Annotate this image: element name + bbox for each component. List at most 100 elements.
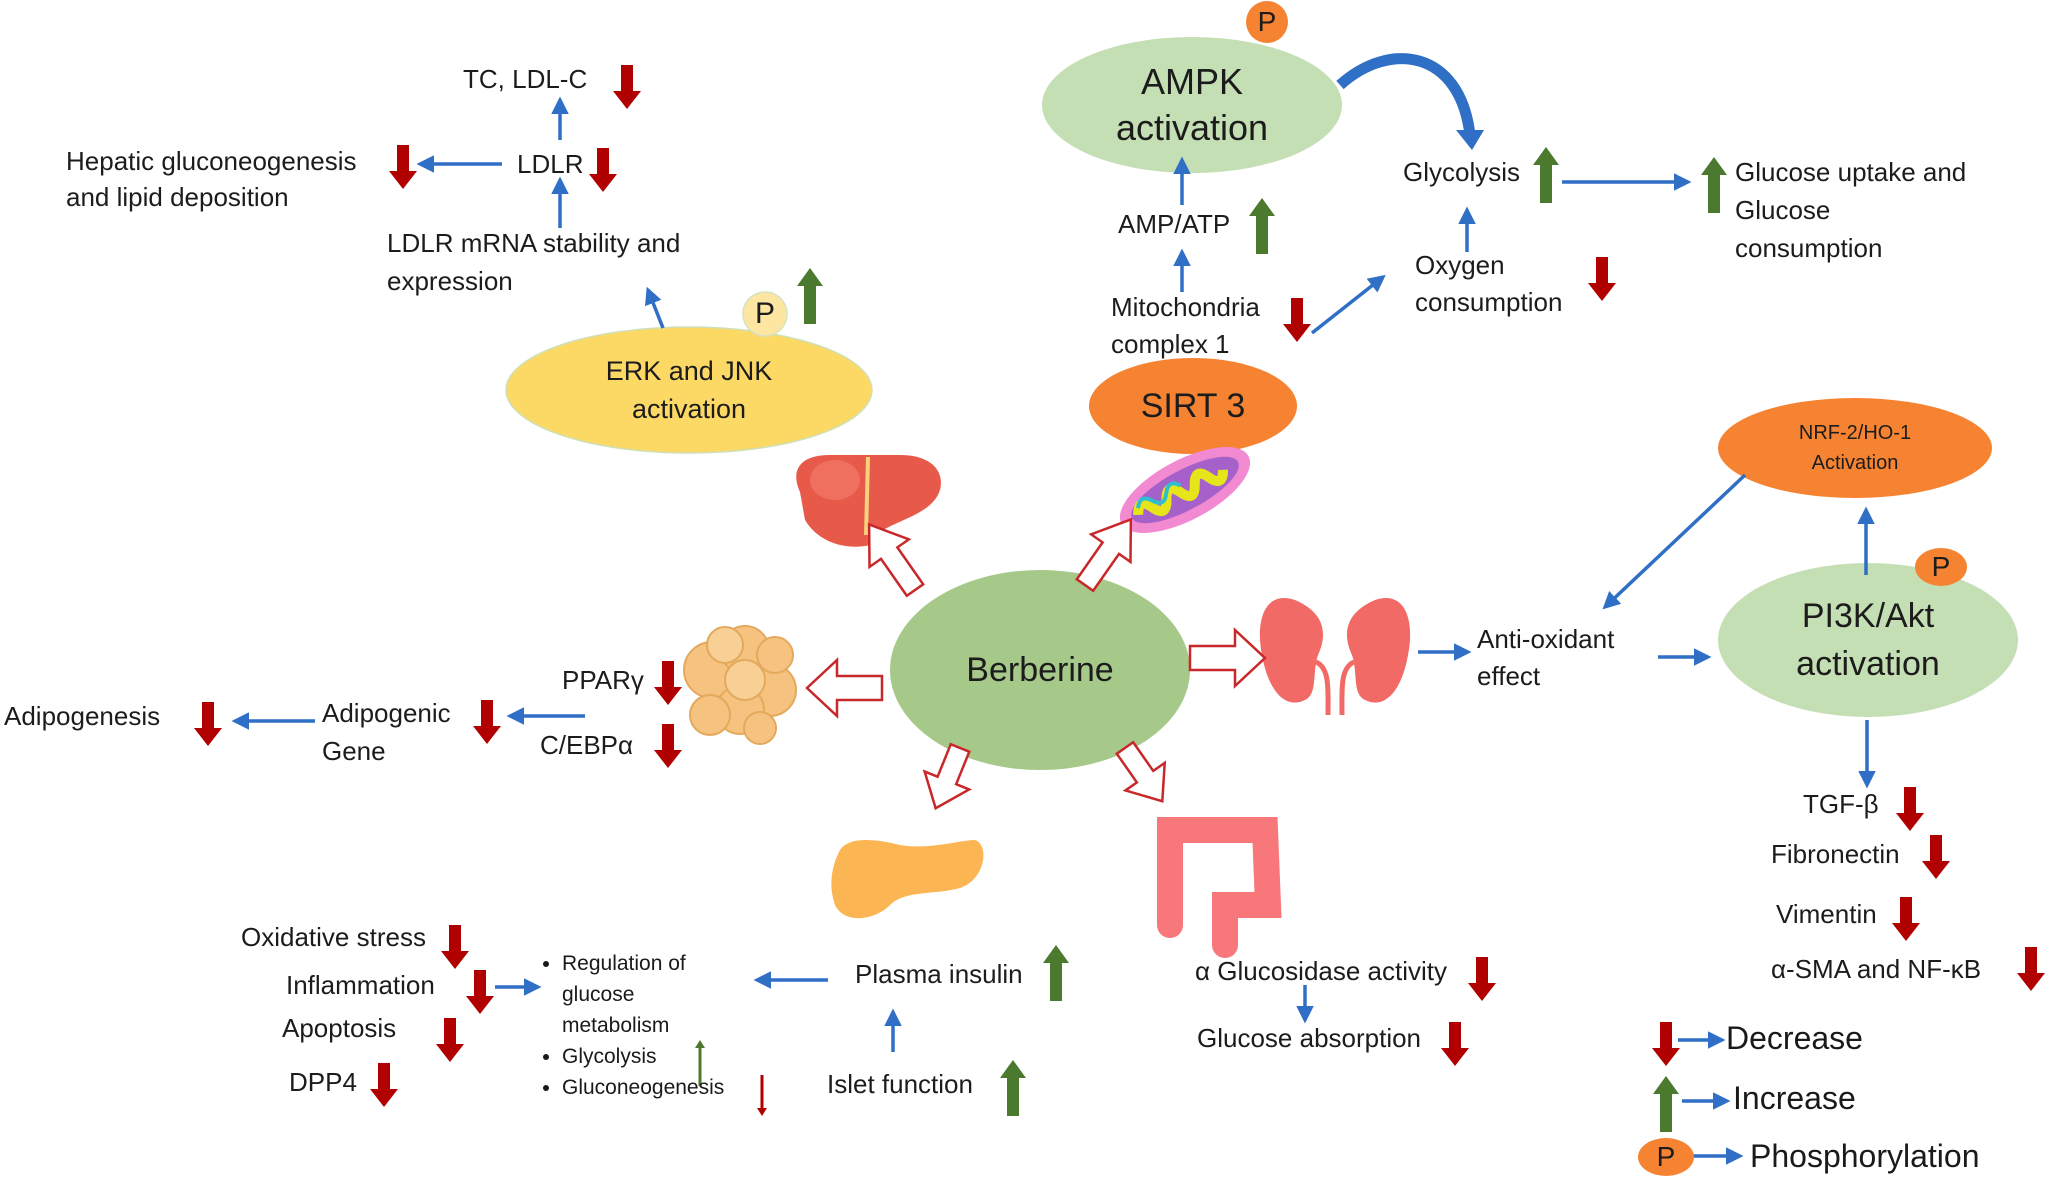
sma-decrease-icon — [2017, 947, 2045, 991]
pi3k-phospho-badge — [1915, 548, 1967, 586]
tgfb-decrease-icon — [1896, 787, 1924, 831]
glucosidase-label: α Glucosidase activity — [1195, 956, 1448, 986]
hepatic-label-line2: and lipid deposition — [66, 182, 289, 212]
nrf2-label: NRF-2/HO-1 Activation — [1718, 415, 1992, 481]
regulation-bullet-list: Regulation of glucose metabolism Glycoly… — [540, 948, 724, 1103]
adipogenesis-label: Adipogenesis — [4, 701, 161, 731]
oxygen-decrease-icon — [1588, 257, 1616, 301]
cebpa-label: C/EBPα — [540, 730, 634, 760]
ampk-badge-label: P — [1257, 6, 1277, 37]
cebpa-decrease-icon — [654, 724, 682, 768]
mrna-label-line1: LDLR mRNA stability and — [387, 228, 681, 258]
bullet-gluconeogenesis: Gluconeogenesis — [562, 1072, 724, 1103]
ampk-label-line1: AMPK — [1140, 61, 1244, 102]
berberine-to-liver-arrow — [867, 522, 925, 598]
sirt3-label: SIRT 3 — [1140, 386, 1246, 425]
adipogenesis-decrease-icon — [194, 702, 222, 746]
nrf2-to-antiox-connector — [1602, 473, 1747, 610]
dpp4-decrease-icon — [370, 1063, 398, 1107]
inflammation-label: Inflammation — [286, 970, 435, 1000]
apoptosis-label: Apoptosis — [282, 1013, 397, 1043]
hepatic-label-line1: Hepatic gluconeogenesis — [66, 146, 357, 176]
pparg-decrease-icon — [654, 661, 682, 705]
ldlr-decrease-icon — [589, 148, 617, 192]
berberine-to-adipose-arrow — [805, 657, 884, 719]
erk-label-line2: activation — [631, 394, 747, 424]
apoptosis-decrease-icon — [436, 1018, 464, 1062]
pancreas-icon — [831, 840, 984, 919]
pi3k-badge-label: P — [1931, 551, 1951, 582]
erk-to-mrna-connector — [645, 286, 665, 329]
legend-increase-icon — [1653, 1076, 1679, 1132]
nrf2-node — [1718, 398, 1992, 498]
mito-decrease-icon — [1283, 298, 1311, 342]
berberine-to-kidney-arrow — [1188, 627, 1267, 689]
erk-increase-icon — [797, 268, 823, 324]
bullet-glycolysis: Glycolysis — [562, 1041, 724, 1072]
mitochondria-icon — [1119, 447, 1251, 533]
bullet-regulation: Regulation of glucose metabolism — [562, 948, 724, 1041]
sirt3-node — [1089, 358, 1297, 454]
ampk-label: AMPK activation — [1042, 40, 1342, 170]
ldlr-label: LDLR — [517, 149, 584, 179]
oxidative-decrease-icon — [441, 925, 469, 969]
islet-function-label: Islet function — [827, 1069, 973, 1099]
mito-label-line2: complex 1 — [1111, 329, 1230, 359]
fibronectin-label: Fibronectin — [1771, 839, 1900, 869]
sma-nfkb-label: α-SMA and NF-κB — [1771, 954, 1982, 984]
ampk-phospho-badge — [1246, 1, 1288, 43]
pi3k-label: PI3K/Akt activation — [1718, 588, 2018, 692]
legend-increase-label: Increase — [1733, 1080, 1856, 1116]
ampk-node — [1042, 37, 1342, 173]
dpp4-label: DPP4 — [289, 1067, 357, 1097]
pparg-label: PPARγ — [562, 665, 644, 695]
amp-atp-increase-icon — [1249, 198, 1275, 254]
berberine-to-mito-arrow — [1075, 517, 1133, 593]
oxygen-label-line2: consumption — [1415, 287, 1563, 317]
ampk-to-glycolysis-curve — [1336, 53, 1476, 136]
tc-ldl-label: TC, LDL-C — [463, 64, 588, 94]
hepatic-decrease-icon — [389, 145, 417, 189]
adipose-icon — [683, 625, 797, 745]
adipogenic-gene-line2: Gene — [322, 736, 386, 766]
oxygen-label-line1: Oxygen — [1415, 250, 1505, 280]
glucosidase-decrease-icon — [1468, 957, 1496, 1001]
erk-badge-label: P — [754, 297, 775, 330]
legend-phosphorylation-label: Phosphorylation — [1750, 1138, 1980, 1174]
antioxidant-label-line2: effect — [1477, 661, 1541, 691]
ampk-label-line2: activation — [1115, 107, 1269, 148]
mrna-label-line2: expression — [387, 266, 513, 296]
bullet-gluconeogenesis-decrease-icon — [757, 1075, 767, 1116]
connectors — [231, 96, 1876, 1165]
erk-jnk-label: ERK and JNK activation — [506, 345, 872, 435]
legend-phospho-badge — [1638, 1138, 1694, 1176]
berberine-to-pancreas-arrow — [922, 742, 973, 811]
nrf2-label-line2: Activation — [1811, 452, 1899, 474]
antioxidant-label-line1: Anti-oxidant — [1477, 624, 1615, 654]
erk-phospho-badge — [742, 291, 788, 337]
legend-badge-label: P — [1656, 1141, 1676, 1172]
intestine-icon — [1157, 817, 1282, 958]
pi3k-label-line1: PI3K/Akt — [1801, 597, 1935, 635]
bullet-regulation-line2: glucose — [562, 983, 635, 1006]
uptake-increase-icon — [1701, 157, 1727, 213]
bullet-regulation-line1: Regulation of — [562, 952, 686, 975]
mito-to-oxygen-connector — [1310, 274, 1386, 335]
oxidative-stress-label: Oxidative stress — [241, 922, 426, 952]
berberine-to-intestine-arrow — [1115, 740, 1167, 803]
uptake-label-line3: consumption — [1735, 233, 1883, 263]
berberine-label: Berberine — [966, 650, 1114, 689]
erk-jnk-node — [505, 326, 873, 454]
bullet-regulation-line3: metabolism — [562, 1014, 670, 1037]
amp-atp-label: AMP/ATP — [1118, 209, 1231, 239]
fibronectin-decrease-icon — [1922, 835, 1950, 879]
mito-label-line1: Mitochondria — [1111, 292, 1260, 322]
bullet-glycolysis-increase-icon — [695, 1040, 705, 1086]
legend-decrease-icon — [1652, 1022, 1680, 1066]
pi3k-node — [1718, 563, 2018, 717]
vimentin-decrease-icon — [1892, 897, 1920, 941]
tgfb-label: TGF-β — [1803, 789, 1879, 819]
islet-increase-icon — [1000, 1060, 1026, 1116]
nrf2-label-line1: NRF-2/HO-1 — [1798, 422, 1912, 444]
